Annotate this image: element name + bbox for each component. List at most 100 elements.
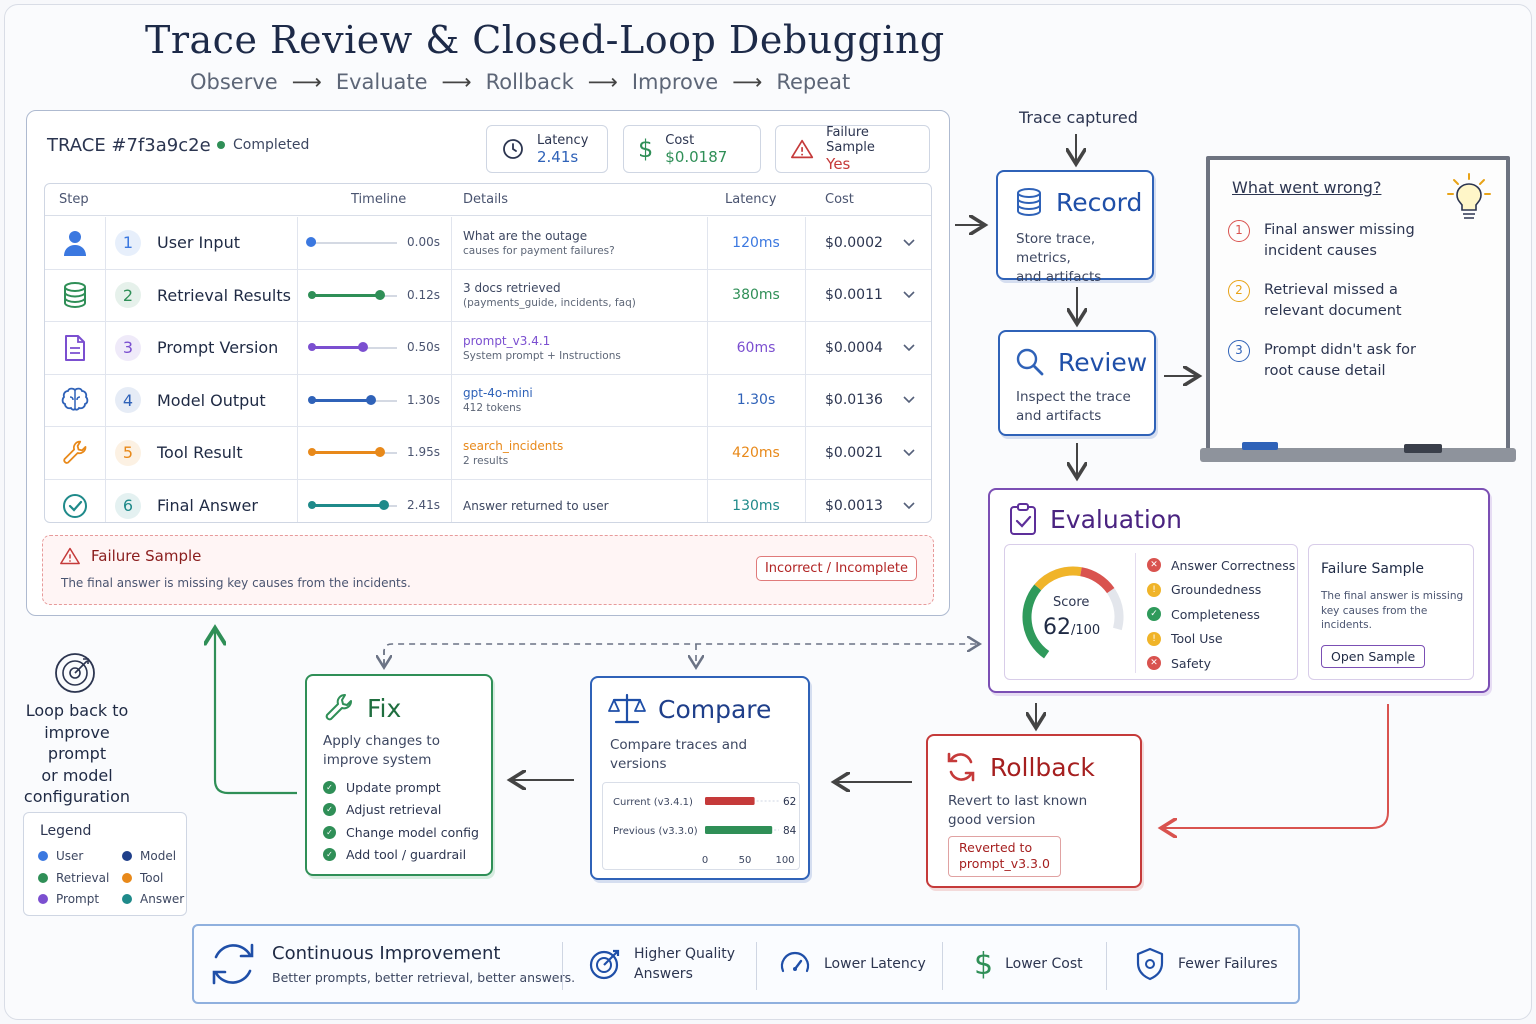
subtitle-steps: Observe⟶ Evaluate⟶ Rollback⟶ Improve⟶ Re… [190,70,851,94]
step-label-cell: Final Answer [157,480,258,523]
timeline-track [311,242,397,244]
record-box[interactable]: Record Store trace, metrics, and artifac… [996,170,1154,285]
column-divider [297,374,298,426]
step-label: Final Answer [157,496,258,516]
status-dot [217,141,225,149]
timeline-time: 1.30s [407,392,440,407]
bar [705,826,773,834]
column-divider [297,217,298,269]
database-icon [1017,188,1041,217]
refresh-icon [947,752,975,782]
failure-sample-box[interactable]: Failure Sample The final answer is missi… [42,535,934,605]
sample-title: Failure Sample [1321,561,1425,577]
column-divider [707,322,708,374]
column-divider [707,217,708,269]
details-line-1: What are the outage [463,228,588,243]
legend-label: Retrieval [56,870,110,885]
evaluation-title: Evaluation [1050,504,1182,534]
score-panel: Score 62/100 ✕Answer Correctness!Grounde… [1004,544,1298,680]
criterion-label: Safety [1171,655,1211,671]
open-sample-button[interactable]: Open Sample [1321,645,1426,668]
chevron-down-icon[interactable] [903,427,915,479]
failure-sample-title: Failure Sample [59,546,201,566]
wrench-icon [325,694,352,721]
benefit-failures-label: Fewer Failures [1178,956,1278,972]
whiteboard-item-line-1: Final answer missing [1264,222,1415,238]
step-label: Retrieval Results [157,285,291,305]
chevron-down-icon[interactable] [903,217,915,269]
chevron-down-icon[interactable] [903,322,915,374]
column-divider [451,374,452,426]
step-label: User Input [157,233,240,253]
cost-cell: $0.0021 [825,444,883,461]
score-gauge [1022,566,1124,659]
chevron-down-icon[interactable] [903,270,915,322]
details-line-2: 412 tokens [463,402,522,415]
latency-cell: 120ms [732,234,780,251]
step-number-cell: 5 [115,427,141,479]
step-evaluate: Evaluate [335,70,428,94]
legend-swatch [38,851,48,861]
page-title: Trace Review & Closed-Loop Debugging [145,18,945,62]
rollback-box[interactable]: Rollback Revert to last known good versi… [926,734,1142,888]
chevron-down-icon[interactable] [903,375,915,427]
fix-item: ✓Add tool / guardrail [323,844,479,867]
col-timeline: Timeline [351,192,407,207]
cost-cell: $0.0013 [825,497,883,514]
bar-category-label: Previous (v3.3.0) [613,826,698,837]
ci-sub: Better prompts, better retrieval, better… [272,970,576,985]
timeline-time: 0.12s [407,287,440,302]
compare-box[interactable]: Compare Compare traces and versions Curr… [590,676,810,880]
failure-label: Failure Sample [826,125,875,155]
status-label: Completed [233,137,310,153]
speedometer-icon [780,951,810,973]
fix-box[interactable]: Fix Apply changes to improve system ✓Upd… [305,674,493,876]
failure-sample-text: The final answer is missing key causes f… [61,576,411,590]
dashed-evaluation-link [383,644,978,666]
legend-label: Prompt [56,892,100,906]
bar-value-label: 84 [783,825,797,837]
table-header: Step Timeline Details Latency Cost [45,184,931,216]
fix-sub-2: improve system [323,751,432,768]
step-label-cell: User Input [157,217,240,269]
legend-label: Tool [140,870,164,885]
compare-sub-1: Compare traces and [610,737,748,753]
loopback-line-4: configuration [23,787,131,807]
evaluation-box: Evaluation Score 62/100 ✕Answer Correctn… [988,488,1490,693]
chevron-down-icon[interactable] [903,480,915,523]
pass-status-icon: ✓ [1147,607,1161,622]
cost-metric: $ Cost$0.0187 [623,125,761,173]
cycle-icon [212,943,254,985]
rollback-sub-1: Revert to last known [948,793,1088,809]
column-divider [707,479,708,522]
rollback-sub-2: good version [948,811,1036,828]
fix-item-label: Update prompt [346,779,441,795]
whiteboard-item-line-2: relevant document [1264,303,1402,320]
arrow-evaluation-to-rollback-red [1163,704,1389,828]
score-value: 62 [1043,615,1071,640]
details-line-2: (payments_guide, incidents, faq) [463,297,636,310]
column-divider [105,374,106,426]
legend-swatch [38,894,48,904]
bar [705,797,755,805]
timeline-start-dot [308,343,316,351]
review-box[interactable]: Review Inspect the trace and artifacts [998,330,1156,436]
eraser [1404,444,1442,453]
trace-id: TRACE #7f3a9c2e [47,135,211,156]
x-tick-label: 100 [775,855,794,866]
column-divider [805,479,806,522]
compare-title: Compare [658,694,772,724]
check-icon: ✓ [323,848,336,862]
loopback-line-3: or model [41,765,113,785]
